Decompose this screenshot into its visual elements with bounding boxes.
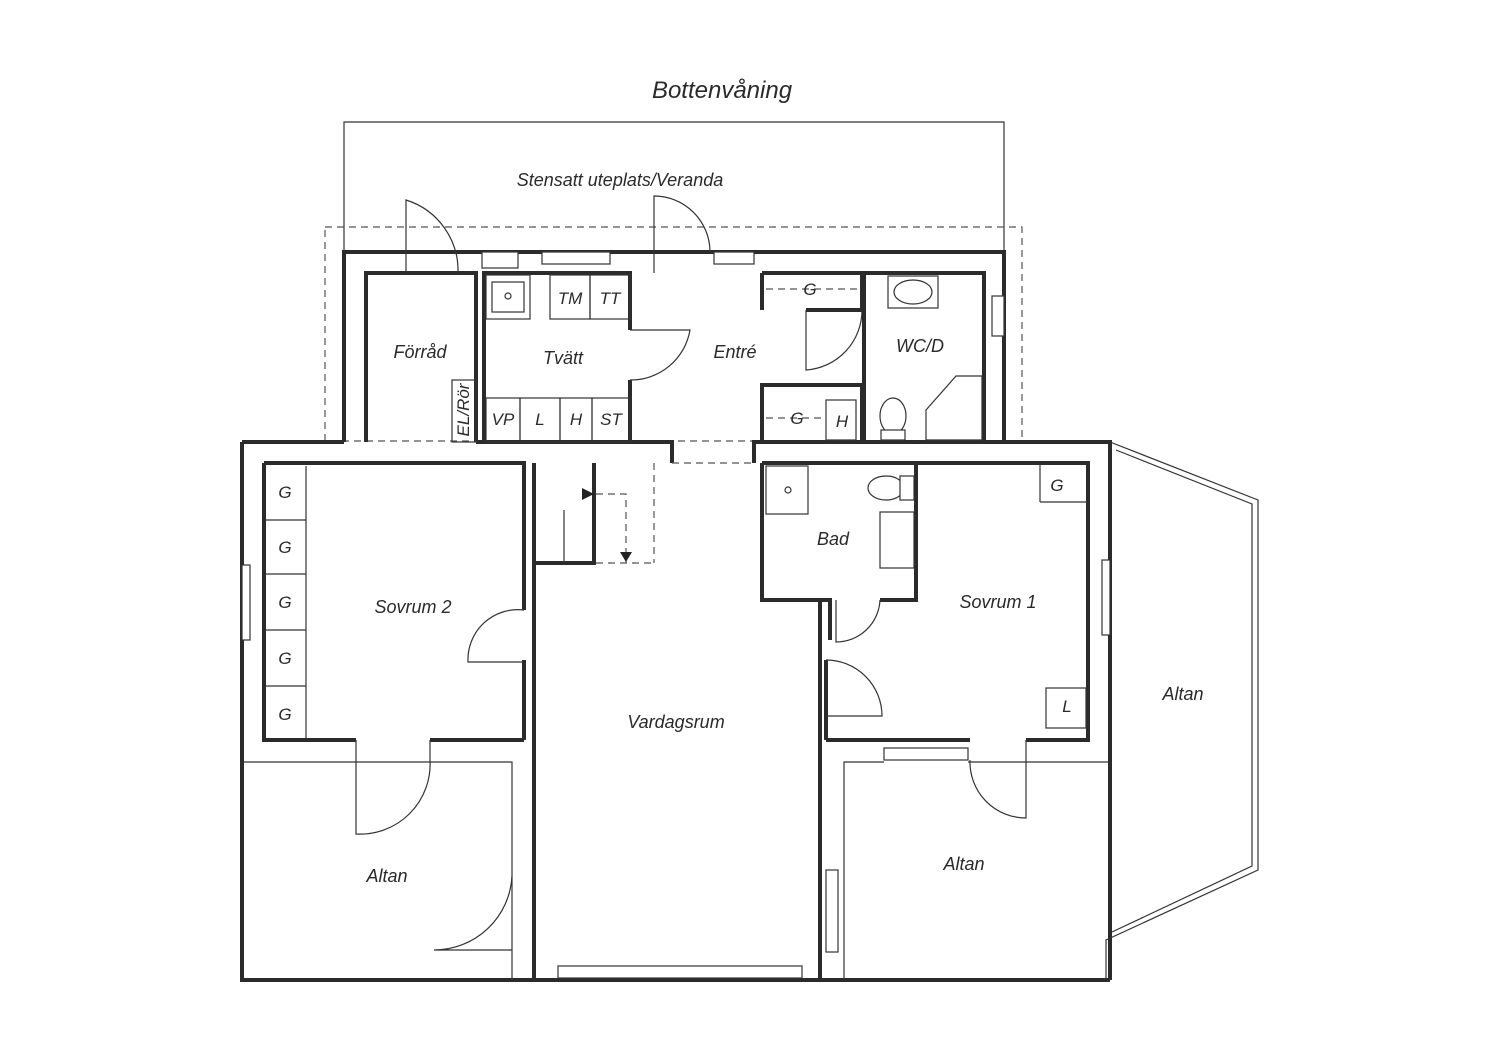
wcd-room bbox=[862, 271, 986, 442]
altan-right bbox=[1105, 441, 1259, 980]
tvatt-room bbox=[482, 271, 691, 443]
bad-label: Bad bbox=[817, 529, 850, 549]
vp-label: VP bbox=[492, 410, 515, 429]
altan-right-label: Altan bbox=[1161, 684, 1203, 704]
sovrum1-room bbox=[824, 461, 1111, 819]
tt-label: TT bbox=[600, 289, 622, 308]
h-tvatt-label: H bbox=[570, 410, 583, 429]
l-tvatt-label: L bbox=[535, 410, 544, 429]
l-sov1-label: L bbox=[1062, 697, 1071, 716]
g-sov2-3-label: G bbox=[278, 593, 291, 612]
g-sov1-label: G bbox=[1050, 476, 1063, 495]
st-label: ST bbox=[600, 410, 623, 429]
vardagsrum-label: Vardagsrum bbox=[627, 712, 724, 732]
altan-mid bbox=[843, 761, 1110, 980]
g-sov2-5-label: G bbox=[278, 705, 291, 724]
h-entre-label: H bbox=[836, 412, 849, 431]
g-entre-bottom-label: G bbox=[790, 409, 803, 428]
bad-room bbox=[760, 461, 918, 643]
tm-label: TM bbox=[558, 289, 583, 308]
altan-left bbox=[242, 761, 513, 980]
entre-room bbox=[672, 271, 864, 464]
entre-label: Entré bbox=[713, 342, 756, 362]
tvatt-label: Tvätt bbox=[543, 348, 584, 368]
top-windows-doors bbox=[405, 195, 1005, 337]
forrad-room bbox=[451, 379, 477, 443]
floor-title: Bottenvåning bbox=[652, 77, 793, 104]
sovrum1-label: Sovrum 1 bbox=[959, 592, 1036, 612]
sovrum2-room bbox=[241, 461, 526, 835]
wcd-label: WC/D bbox=[896, 336, 944, 356]
g-sov2-1-label: G bbox=[278, 483, 291, 502]
altan-mid-label: Altan bbox=[942, 854, 984, 874]
altan-left-label: Altan bbox=[365, 866, 407, 886]
g-sov2-2-label: G bbox=[278, 538, 291, 557]
vardagsrum-room bbox=[532, 563, 839, 980]
g-entre-top-label: G bbox=[803, 280, 816, 299]
sovrum2-label: Sovrum 2 bbox=[374, 597, 451, 617]
stairs bbox=[532, 463, 655, 565]
el-ror-label: EL/Rör bbox=[454, 382, 473, 436]
g-sov2-4-label: G bbox=[278, 649, 291, 668]
veranda-label: Stensatt uteplats/Veranda bbox=[517, 170, 723, 190]
forrad-label: Förråd bbox=[393, 342, 447, 362]
